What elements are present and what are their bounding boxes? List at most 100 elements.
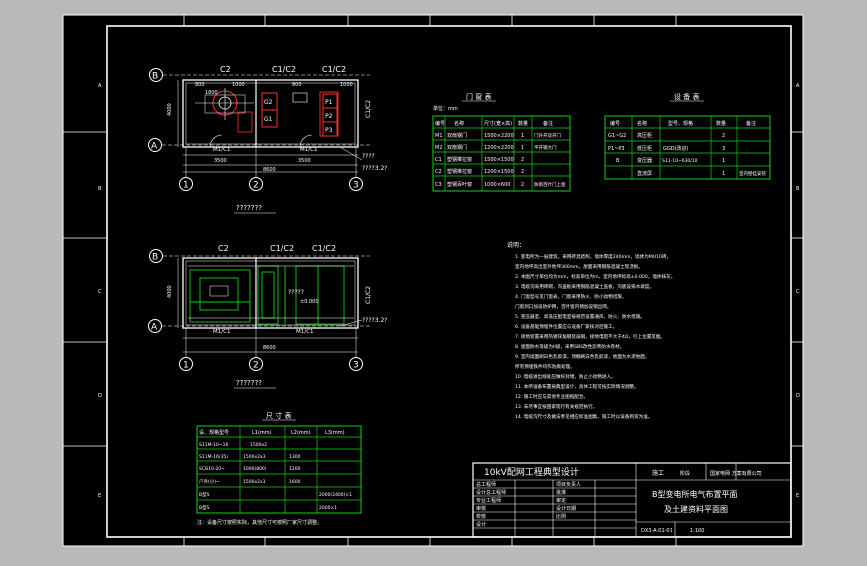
side-window-label: C1/C2 [365, 100, 372, 118]
th: 备注 [746, 120, 756, 127]
cabinet-p3: P3 [325, 127, 333, 134]
title-block: 10kV配网工程典型设计 施工 阶段 国家电网 方案有限公司 总工程师 设计总工… [472, 462, 792, 538]
door-label: M1/C1 [213, 147, 230, 153]
note-line: 5. 变压器室、高低压配电室按规范设置通风、防火、防水措施。 [515, 313, 645, 320]
td: 2 [521, 157, 524, 163]
th: 备注 [543, 120, 553, 127]
dim-bottom-seg: 3500 [214, 158, 227, 164]
size-table-note: 注：设备尺寸按照实际，其他尺寸可按照厂家尺寸调整。 [197, 519, 322, 526]
td: 双扇钢门 [447, 132, 467, 139]
size-table-title: 尺 寸 表 [266, 411, 291, 420]
cabinet-g2: G2 [264, 99, 273, 106]
td: 3 [722, 146, 725, 152]
door-table-title: 门 窗 表 [466, 92, 491, 101]
td: S11-10~630/10 [662, 158, 698, 164]
td: 直流屏 [637, 170, 652, 177]
dim-total: 8600 [263, 167, 276, 173]
td: M1 [435, 133, 443, 139]
td: 变压器 [637, 157, 652, 164]
drawing-scale: 1:100 [690, 528, 704, 534]
axis-2-label: 2 [253, 181, 259, 191]
row-mark: E [796, 493, 799, 499]
td: P1~P3 [608, 146, 625, 152]
dim-total-2: 8600 [263, 345, 276, 351]
cabinet-p1: P1 [325, 99, 333, 106]
td: 2000×1 [319, 505, 337, 511]
cabinet-g1: G1 [264, 116, 273, 123]
td: G1~G2 [608, 133, 626, 139]
td: 1000×600 [484, 182, 510, 188]
td: 塑钢百叶窗 [447, 181, 472, 188]
note-line: 室内地坪高出室外地坪300mm，屋面采用钢筋混凝土现浇板。 [515, 263, 643, 270]
td: 1000(800) [243, 466, 267, 472]
plan-2: B A C2 C1/C2 C1/C2 ????? ±0.000 M1/C1 [148, 244, 387, 389]
note-line: 2. 本图尺寸单位均为mm，标高单位为m，室内地坪标高±0.000，墙体抹灰。 [515, 273, 675, 280]
phase-label: 阶段 [680, 470, 690, 477]
td: 户外(小)~ [199, 478, 220, 485]
td: 双扇钢门 [447, 144, 467, 151]
dim-top: 1000 [340, 82, 353, 88]
th: 编号 [435, 120, 445, 127]
drawing-title-line-2: 及土建资料平面图 [664, 504, 728, 514]
door-label-2: M1/C1 [213, 329, 230, 335]
note-line: 1. 变电所为一层建筑，采用砖混结构，墙体厚度240mm，墙体为MU10砖， [515, 253, 671, 260]
td: 1500x2x3 [243, 479, 266, 485]
role-label-2: 比例 [556, 513, 566, 520]
td: 2 [521, 182, 524, 188]
td: 防雨百叶门上窗 [534, 181, 566, 188]
td: S11M-10~16 [199, 442, 228, 448]
window-label-c1c2-2b: C1/C2 [312, 244, 336, 253]
td: C3 [435, 182, 442, 188]
equipment-table: 设 备 表 编号 名称 型号、规格 数量 备注 G1~G2 高压柜 2 P1~P… [604, 92, 771, 180]
row-mark: D [98, 393, 102, 399]
td: 低压柜 [637, 145, 652, 152]
window-label-c2-2: C2 [218, 244, 229, 253]
plan-1: B A C2 C1/C2 C1/C2 800 1000 800 1000 180… [148, 65, 387, 214]
axis-1-label: 1 [183, 181, 189, 191]
th: L1(mm) [252, 430, 272, 436]
axis-3-label-2: 3 [353, 361, 359, 371]
door-window-table: 门 窗 表 单位：mm 编号 名称 尺寸(宽×高) 数量 备注 M1 双扇钢门 … [432, 92, 571, 192]
window-label-c2: C2 [220, 65, 231, 74]
td: S11M-16(35) [199, 454, 228, 460]
role-label-2: 项目负责人 [556, 481, 581, 488]
th: 名称 [454, 120, 464, 127]
th: 编号 [610, 120, 620, 127]
axis-b-label-2: B [152, 253, 158, 263]
dim-left: 4000 [167, 103, 173, 116]
equip-table-title: 设 备 表 [674, 92, 699, 101]
td: 1 [521, 145, 524, 151]
note-leader: ???? [362, 153, 375, 160]
drawing-number: DX3-A-01-01 [641, 528, 673, 534]
axis-b-label: B [152, 72, 158, 82]
th: L2(mm) [291, 430, 311, 436]
note-line: 9. 室内墙面刷白色乳胶漆，顶棚刷白色乳胶漆，地面为水泥地面， [515, 353, 649, 360]
note-line: 所有预埋铁件均作防腐处理。 [515, 363, 575, 370]
axis-a-label: A [151, 142, 158, 152]
axis-a-label-2: A [151, 323, 158, 333]
sheet-inner-border [106, 25, 792, 538]
th: 型号、规格 [668, 120, 693, 127]
note-line: 14. 电缆沟尺寸及做法参见相应标准图集，施工时以设备到货为准。 [515, 413, 652, 420]
phase: 施工 [652, 469, 664, 477]
note-line: 7. 接地装置采用热镀锌角钢及扁钢，接地电阻不大于4Ω，引上位置见图。 [515, 333, 665, 340]
note-line: 10. 电缆进出线处应做好封堵，防止小动物进入。 [515, 373, 616, 380]
td: 室内壁挂安装 [739, 170, 766, 177]
note-line: 6. 设备基础预埋件位置应与设备厂家核对后施工。 [515, 323, 617, 330]
note-line: 11. 本所设备布置按典型设计，具体工程可按实际情况调整。 [515, 383, 639, 390]
note-line: 门窗洞口加设防护网，百叶窗内侧加设钢丝网。 [515, 303, 611, 310]
plan-2-title: ??????? [236, 379, 262, 387]
dim-top: 1000 [232, 82, 245, 88]
role-label-2: 设计日期 [556, 505, 576, 512]
th: 名称 [637, 120, 647, 127]
role-label: 总工程师 [476, 481, 496, 488]
mid-label: ????? [288, 289, 304, 296]
td: 1600 [289, 479, 301, 485]
role-label-2: 批准 [556, 489, 566, 496]
note-line: 12. 施工时应与其他专业图纸配合。 [515, 393, 588, 400]
row-mark: A [796, 83, 800, 89]
td: M2 [435, 145, 443, 151]
note-line: 3. 电缆沟采用砖砌，沟盖板采用钢筋混凝土盖板，沟底设排水坡度。 [515, 283, 654, 290]
